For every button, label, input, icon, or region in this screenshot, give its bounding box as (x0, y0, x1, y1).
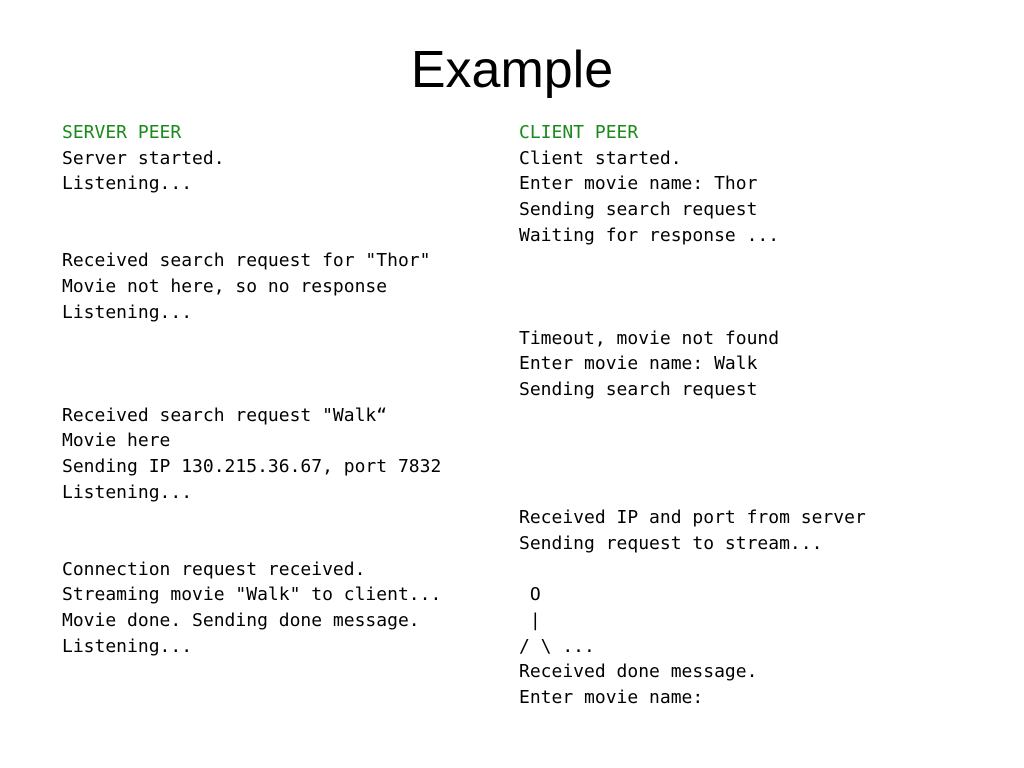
client-log-line (519, 454, 959, 480)
server-log-line: Movie not here, so no response (62, 276, 388, 298)
server-log-line (62, 531, 502, 557)
client-log-line: / \ ... (519, 635, 595, 657)
client-log-line (519, 480, 959, 506)
client-log-line (519, 403, 959, 429)
server-log-line: Received search request for "Thor" (62, 250, 431, 272)
server-log-line: Sending IP 130.215.36.67, port 7832 (62, 455, 442, 477)
client-log-line (519, 557, 959, 583)
server-log-line: Listening... (62, 173, 193, 195)
server-log-line (62, 351, 502, 377)
client-log-line: Timeout, movie not found (519, 327, 780, 349)
server-log-line: Received search request "Walk“ (62, 404, 388, 426)
client-log-line: Sending search request (519, 378, 758, 400)
server-log-line: Listening... (62, 301, 193, 323)
client-log-line: O (519, 584, 541, 606)
client-log-line (519, 428, 959, 454)
client-log-line: Received IP and port from server (519, 507, 866, 529)
server-log-line (62, 326, 502, 352)
client-log-line: | (519, 610, 541, 632)
client-peer-column: CLIENT PEER Client started. Enter movie … (519, 120, 959, 711)
client-log-line (519, 274, 959, 300)
client-log-line: Sending search request (519, 199, 758, 221)
server-log-line: Listening... (62, 481, 193, 503)
server-peer-heading: SERVER PEER (62, 122, 182, 143)
server-log-line: Connection request received. (62, 558, 366, 580)
server-log-line: Server started. (62, 147, 225, 169)
server-log-line (62, 223, 502, 249)
client-log-line (519, 248, 959, 274)
client-peer-heading: CLIENT PEER (519, 122, 639, 143)
server-peer-column: SERVER PEER Server started. Listening...… (62, 120, 502, 659)
server-log-line: Movie here (62, 430, 171, 452)
server-log-line (62, 505, 502, 531)
client-log-line: Client started. (519, 147, 682, 169)
server-log-line: Listening... (62, 635, 193, 657)
client-log-line: Sending request to stream... (519, 533, 823, 554)
server-log-line: Streaming movie "Walk" to client... (62, 584, 442, 606)
slide-title: Example (410, 41, 614, 99)
server-log-line (62, 197, 502, 223)
server-log-line: Movie done. Sending done message. (62, 610, 420, 632)
client-log-line: Enter movie name: Walk (519, 353, 758, 375)
server-log-line (62, 377, 502, 403)
client-log-line: Waiting for response ... (519, 224, 780, 246)
client-log-line (519, 300, 959, 326)
client-log-line: Received done message. (519, 661, 758, 683)
client-log-line: Enter movie name: (519, 687, 704, 709)
client-log-line: Enter movie name: Thor (519, 173, 758, 195)
